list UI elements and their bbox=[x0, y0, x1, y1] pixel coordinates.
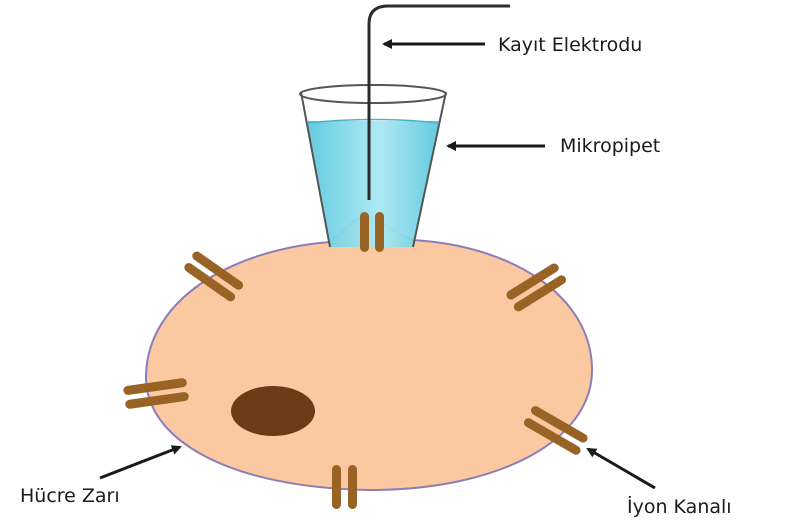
cell-body bbox=[146, 216, 592, 490]
nucleus bbox=[231, 386, 315, 436]
micropipette bbox=[300, 85, 446, 247]
ion-channel-arrow bbox=[588, 449, 655, 488]
membrane-label: Hücre Zarı bbox=[20, 485, 120, 507]
electrode-label: Kayıt Elektrodu bbox=[498, 34, 642, 56]
membrane-arrow bbox=[100, 447, 180, 478]
pipette-rim bbox=[300, 85, 446, 103]
ion-channel-label: İyon Kanalı bbox=[627, 495, 732, 518]
micropipette-label: Mikropipet bbox=[560, 135, 660, 157]
